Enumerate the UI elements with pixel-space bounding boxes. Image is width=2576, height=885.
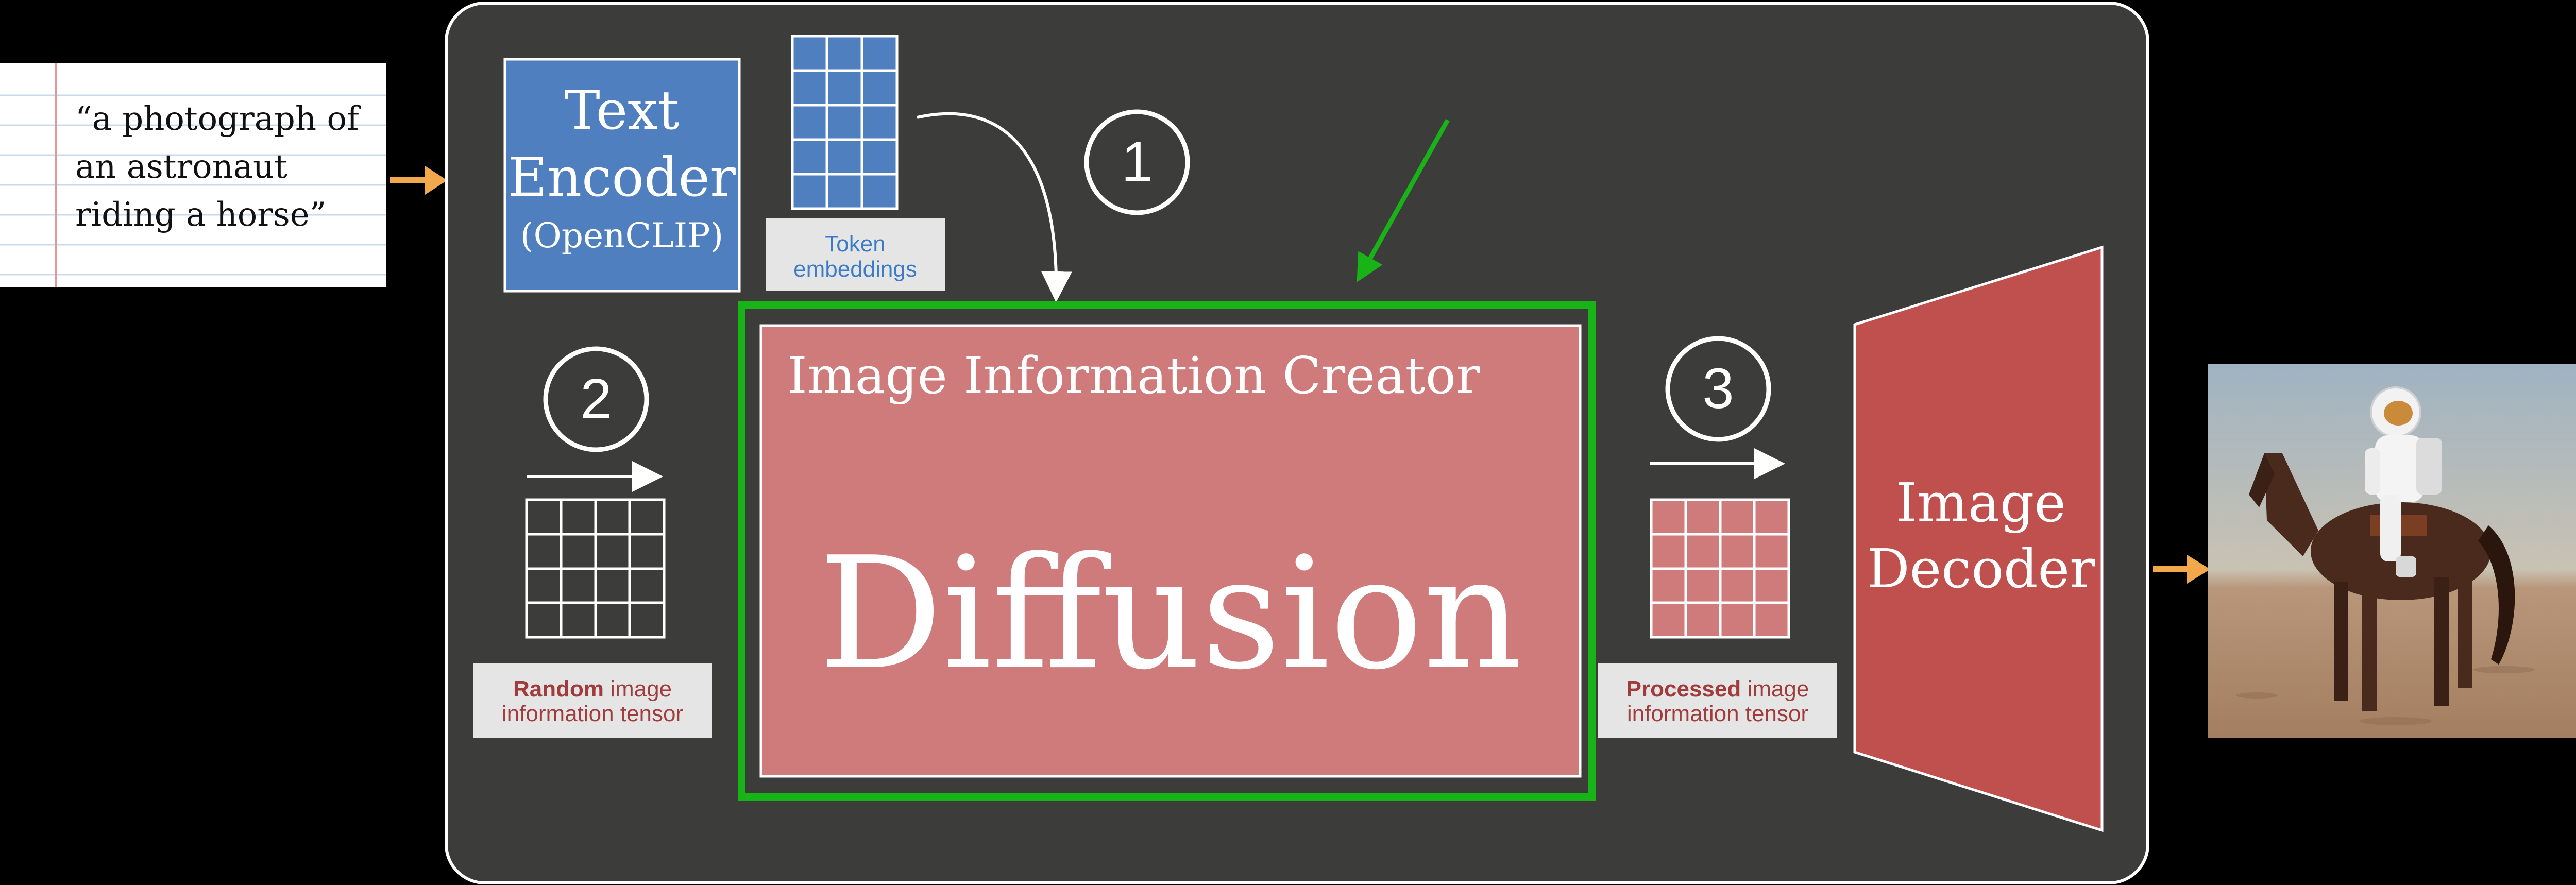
step-3-badge: 3 xyxy=(1665,336,1771,442)
token-embeddings-label-line-2: embeddings xyxy=(793,257,917,282)
processed-tensor-grid xyxy=(1650,498,1790,639)
creator-title: Image Information Creator xyxy=(787,347,1480,405)
token-embeddings-label: Token embeddings xyxy=(766,218,945,291)
random-tensor-label: Random image information tensor xyxy=(473,663,712,738)
random-tensor-label-line-1: Random image xyxy=(513,676,672,702)
token-embeddings-label-line-1: Token xyxy=(825,231,885,257)
astronaut-illustration xyxy=(2365,386,2442,577)
token-embeddings-grid xyxy=(791,35,899,210)
processed-tensor-label-bold: Processed xyxy=(1626,676,1741,702)
diffusion-highlight-frame xyxy=(738,301,1596,801)
prompt-card: “a photograph of an astronaut riding a h… xyxy=(0,63,386,287)
random-tensor-label-rest: image xyxy=(604,676,672,702)
output-arrow xyxy=(2153,555,2210,584)
image-decoder: Image Decoder xyxy=(1853,245,2104,832)
token-to-diffusion-arrow xyxy=(917,112,1072,302)
step-2-badge: 2 xyxy=(543,346,649,452)
input-arrow xyxy=(390,166,447,195)
text-encoder-line-3: (OpenCLIP) xyxy=(520,216,723,256)
processed-tensor-label-rest: image xyxy=(1741,676,1809,702)
image-decoder-line-2: Decoder xyxy=(1867,537,2095,600)
random-tensor-grid xyxy=(525,498,666,639)
diffusion-label: Diffusion xyxy=(819,524,1523,704)
step-3-number: 3 xyxy=(1702,357,1734,420)
random-tensor-label-bold: Random xyxy=(513,676,604,702)
horse-illustration xyxy=(2249,453,2515,711)
processed-tensor-label-line-2: information tensor xyxy=(1627,701,1808,726)
output-image xyxy=(2208,364,2576,738)
prompt-line-2: an astronaut xyxy=(75,148,287,186)
random-tensor-label-line-2: information tensor xyxy=(502,701,683,726)
processed-tensor-label: Processed image information tensor xyxy=(1598,663,1837,738)
highlight-arrow xyxy=(1357,118,1450,282)
ruled-lines xyxy=(0,94,386,276)
step-1-badge: 1 xyxy=(1084,109,1190,215)
text-encoder-line-2: Encoder xyxy=(508,146,736,209)
text-encoder-line-1: Text xyxy=(564,79,679,142)
image-information-creator: Image Information Creator Diffusion xyxy=(759,324,1582,778)
processed-tensor-label-line-1: Processed image xyxy=(1626,676,1809,702)
text-encoder: Text Encoder (OpenCLIP) xyxy=(503,58,741,293)
step-2-number: 2 xyxy=(580,367,612,431)
prompt-line-3: riding a horse” xyxy=(75,196,326,234)
image-decoder-line-1: Image xyxy=(1896,471,2066,534)
step-1-number: 1 xyxy=(1121,130,1153,194)
prompt-line-1: “a photograph of xyxy=(75,100,361,138)
